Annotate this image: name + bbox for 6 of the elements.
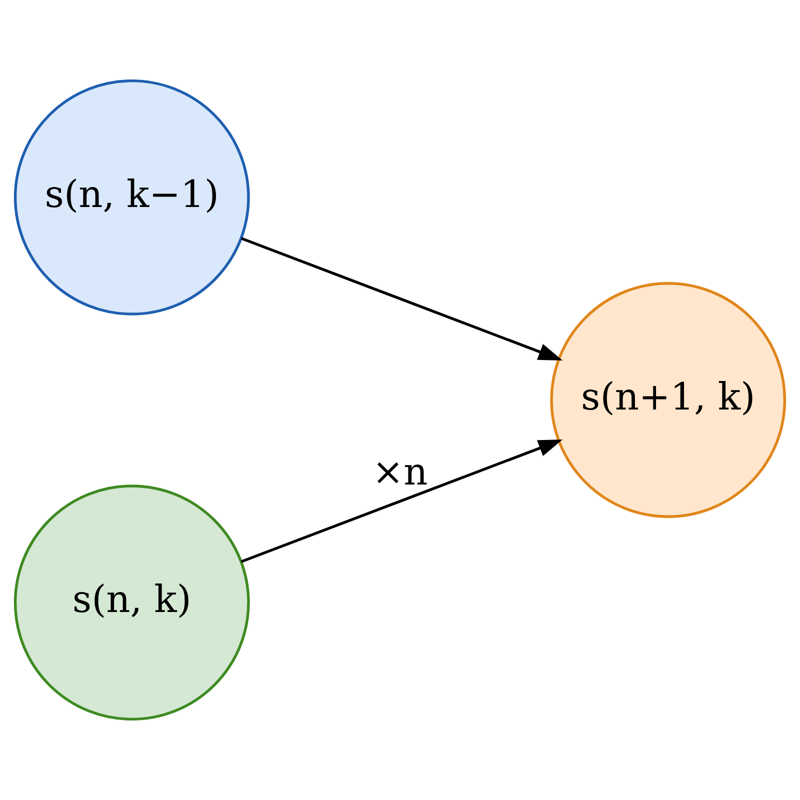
node-circle: s(n, k−1) [14, 79, 250, 316]
arrow [240, 439, 563, 563]
arrow [240, 237, 563, 361]
edge-label: ×n [372, 449, 428, 494]
node-circle: s(n, k) [14, 484, 250, 721]
node-circle: s(n+1, k) [550, 282, 786, 518]
